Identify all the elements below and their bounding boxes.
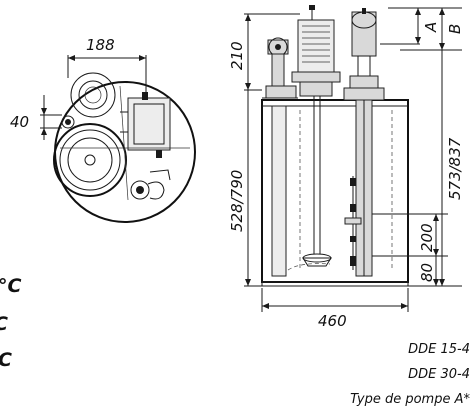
pump-motor-inner — [133, 103, 165, 145]
dim-a-b: A B — [380, 7, 464, 51]
dim-b-label: B — [446, 24, 464, 34]
legend-line-3: Type de pompe A* — [350, 392, 470, 407]
float-switch — [344, 176, 362, 270]
discharge-pipe — [262, 37, 298, 99]
dim-528-790: 528/790 — [228, 90, 262, 287]
outlet-flange-inner — [78, 80, 108, 110]
dim-40: 40 — [10, 95, 62, 140]
vent-assembly — [343, 8, 385, 277]
dim-a-label: A — [422, 22, 440, 33]
cut-unit-3: C — [0, 349, 12, 371]
top-view: 188 40 — [10, 36, 196, 223]
dim-80-label: 80 — [418, 263, 436, 282]
inspection-cover-center — [84, 154, 96, 166]
dim-200: 200 — [372, 213, 448, 256]
legend: DDE 15-4 DDE 30-4 Type de pompe A* — [350, 342, 470, 407]
cut-unit-1: °C — [0, 275, 22, 297]
pump-motor — [291, 5, 341, 97]
dim-80: 80 — [372, 255, 448, 286]
dim-573-837: 573/837 — [408, 50, 464, 287]
inspection-cover-ring — [59, 129, 121, 191]
dim-200-label: 200 — [418, 223, 436, 252]
dim-573-837-label: 573/837 — [446, 137, 464, 200]
suction-pipe — [302, 96, 332, 267]
outlet-flange-bore — [84, 86, 102, 104]
dim-188: 188 — [67, 36, 147, 95]
outlet-flange-outer — [70, 72, 116, 118]
dim-210-label: 210 — [228, 41, 246, 70]
dim-528-790-label: 528/790 — [228, 170, 246, 232]
tank-base — [261, 281, 409, 287]
side-view: 210 528/790 A B 573/837 — [228, 5, 464, 330]
dim-188-label: 188 — [86, 36, 115, 54]
inspection-cover-mid — [67, 137, 113, 183]
cut-unit-2: C — [0, 313, 8, 335]
dim-210: 210 — [228, 13, 300, 91]
small-fitting-left — [61, 115, 75, 129]
drain-fitting — [130, 169, 171, 200]
dim-460: 460 — [261, 288, 409, 330]
dim-460-label: 460 — [318, 312, 347, 330]
dim-40-label: 40 — [10, 113, 29, 131]
legend-line-1: DDE 15-4 — [408, 342, 470, 357]
legend-line-2: DDE 30-4 — [408, 367, 470, 382]
pump-motor-housing — [127, 97, 171, 151]
inspection-cover-outer — [53, 123, 127, 197]
